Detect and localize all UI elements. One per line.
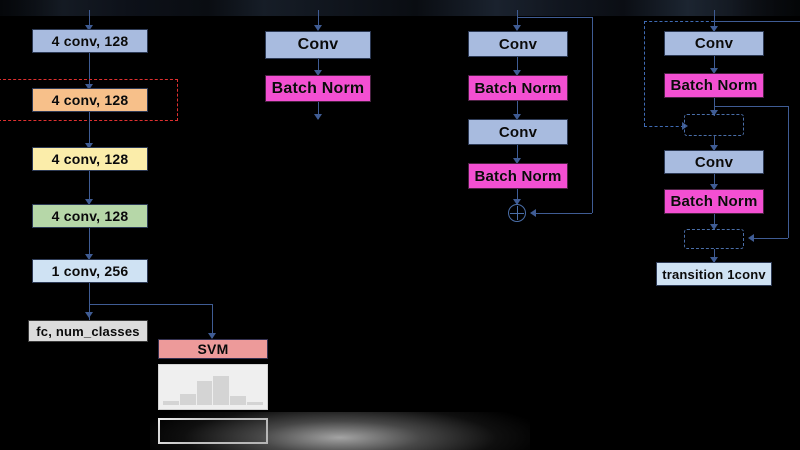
node-transition-1conv[interactable]: transition 1conv [656, 262, 772, 286]
node-col4-batchnorm-1[interactable]: Batch Norm [664, 73, 764, 98]
arrowhead-concat1-to-conv2 [710, 145, 718, 151]
edge-col3-bn1-to-conv2 [517, 101, 518, 118]
arrowhead-col4-bn1-to-concat1 [710, 110, 718, 116]
node-col4-concat-2[interactable] [684, 229, 744, 249]
arrowhead-col3-conv2-to-bn2 [513, 158, 521, 164]
node-col3-conv-2[interactable]: Conv [468, 119, 568, 145]
node-col2-batchnorm[interactable]: Batch Norm [265, 75, 371, 102]
edge-col2-conv-to-bn [318, 59, 319, 74]
arrowhead-dense-skip3-into-concat2 [748, 234, 754, 242]
edge-skip-right-col3 [592, 17, 593, 213]
node-4conv128-orange[interactable]: 4 conv, 128 [32, 88, 148, 112]
histogram-bar [179, 393, 196, 405]
arrowhead-col3-bn1-to-conv2 [513, 114, 521, 120]
edge-skip-bottom-col3 [534, 213, 592, 214]
edge-conv4-to-conv5 [89, 228, 90, 259]
arrowhead-branch-to-svm [208, 333, 216, 339]
node-col4-batchnorm-2[interactable]: Batch Norm [664, 189, 764, 214]
arrowhead-entry-col4 [710, 26, 718, 32]
histogram-bar [247, 402, 263, 405]
edge-col3-conv2-to-bn2 [517, 145, 518, 162]
arrowhead-col2-conv-to-bn [314, 70, 322, 76]
arrowhead-col3-bn2-to-sum [513, 199, 521, 205]
edge-col3-bn2-to-sum [517, 189, 518, 205]
right-vignette [730, 0, 800, 450]
arrowhead-conv2-to-conv3 [85, 143, 93, 149]
histogram-bar [163, 400, 179, 405]
histogram-bar [213, 376, 230, 405]
node-col3-conv-1[interactable]: Conv [468, 31, 568, 57]
edge-dense-skip3-top [714, 106, 788, 107]
node-col4-concat-1[interactable] [684, 114, 744, 136]
node-1conv256[interactable]: 1 conv, 256 [32, 259, 148, 283]
svm-score-histogram [158, 364, 268, 410]
edge-skip-top-col3 [517, 17, 592, 18]
edge-concat1-to-conv2 [714, 136, 715, 151]
node-4conv128-yellow[interactable]: 4 conv, 128 [32, 147, 148, 171]
arrowhead-col3-conv1-to-bn1 [513, 70, 521, 76]
arrowhead-concat2-to-transition [710, 257, 718, 263]
node-4conv128-green[interactable]: 4 conv, 128 [32, 204, 148, 228]
edge-entry-to-conv1 [89, 10, 90, 28]
edge-conv1-to-conv2 [89, 53, 90, 89]
arrowhead-entry-to-conv1 [85, 25, 93, 31]
node-col2-conv[interactable]: Conv [265, 31, 371, 59]
arrowhead-entry-col2 [314, 25, 322, 31]
arrowhead-entry-col3 [513, 25, 521, 31]
edge-concat2-to-transition [714, 249, 715, 263]
histogram-bar [196, 380, 213, 405]
edge-conv5-branch-to-svm [89, 304, 212, 305]
arrowhead-col4-conv1-to-bn1 [710, 68, 718, 74]
arrowhead-conv4-to-conv5 [85, 254, 93, 260]
sum-plus-icon [508, 204, 526, 222]
edge-col3-conv1-to-bn1 [517, 57, 518, 74]
edge-conv5-split-stem [89, 283, 90, 323]
node-col4-conv-2[interactable]: Conv [664, 150, 764, 174]
top-light-gradient [0, 0, 800, 16]
node-fc-num-classes[interactable]: fc, num_classes [28, 320, 148, 342]
node-4conv128-blue[interactable]: 4 conv, 128 [32, 29, 148, 53]
arrowhead-col4-bn2-to-concat2 [710, 224, 718, 230]
edge-entry-col2 [318, 10, 319, 29]
edge-col4-bn1-to-concat1 [714, 98, 715, 116]
edge-branch-down-to-svm [212, 304, 213, 338]
edge-dense-skip1-top [644, 21, 714, 22]
edge-dense-skip1-bottom [644, 126, 684, 127]
arrowhead-conv1-to-conv2 [85, 84, 93, 90]
arrowhead-dense-skip1-into-concat [682, 122, 688, 130]
arrowhead-col4-conv2-to-bn2 [710, 184, 718, 190]
edge-entry-col3 [517, 10, 518, 29]
edge-dense-skip1-left [644, 21, 645, 126]
edge-col4-bn2-to-concat2 [714, 214, 715, 230]
edge-col4-conv1-to-bn1 [714, 56, 715, 72]
edge-dense-skip3-right [788, 106, 789, 238]
arrowhead-skip-into-sum [530, 209, 536, 217]
edge-dense-skip3-bottom [752, 238, 788, 239]
edge-dense-skip2-top [714, 21, 800, 22]
arrowhead-conv5-to-fc [85, 312, 93, 318]
edge-col2-exit [318, 102, 319, 119]
edge-conv2-to-conv3 [89, 112, 90, 148]
arrowhead-col2-exit [314, 114, 322, 120]
svm-output-panel [158, 418, 268, 444]
edge-entry-col4 [714, 10, 715, 31]
edge-col4-conv2-to-bn2 [714, 174, 715, 189]
edge-conv3-to-conv4 [89, 171, 90, 204]
node-col3-batchnorm-1[interactable]: Batch Norm [468, 75, 568, 101]
arrowhead-conv3-to-conv4 [85, 199, 93, 205]
histogram-bar [230, 395, 247, 405]
node-svm[interactable]: SVM [158, 339, 268, 359]
node-col3-batchnorm-2[interactable]: Batch Norm [468, 163, 568, 189]
node-col4-conv-1[interactable]: Conv [664, 31, 764, 56]
